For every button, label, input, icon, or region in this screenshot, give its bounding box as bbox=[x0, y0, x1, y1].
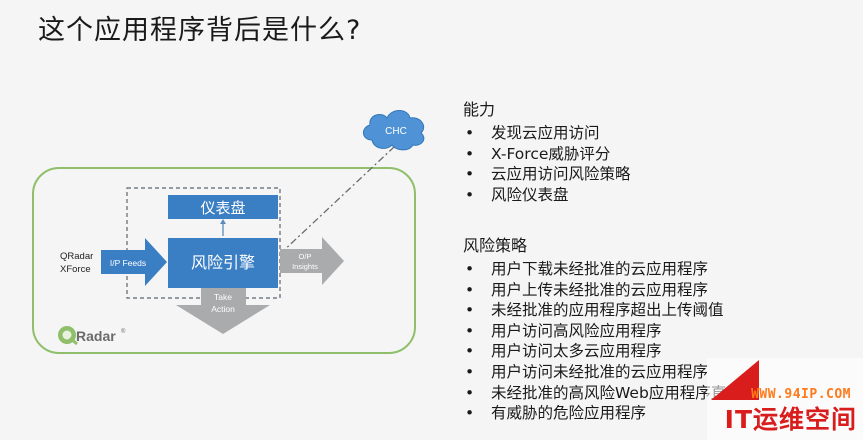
bullet: • bbox=[465, 383, 475, 402]
bullet: • bbox=[465, 124, 475, 142]
list-item: • 有威胁的危险应用程序 bbox=[463, 403, 726, 424]
bullet: • bbox=[465, 404, 475, 423]
bullet: • bbox=[465, 342, 475, 361]
qradar-frame bbox=[32, 167, 416, 354]
list-item-text: 用户下载未经批准的云应用程序 bbox=[491, 260, 709, 278]
take-action-arrow bbox=[176, 288, 270, 334]
input-feeds-label: I/P Feeds bbox=[110, 258, 146, 268]
page-title: 这个应用程序背后是什么? bbox=[38, 15, 362, 46]
policies-heading: 风险策略 bbox=[463, 236, 528, 255]
watermark-url: WWW.94IP.COM bbox=[751, 387, 851, 402]
list-item-text: 用户访问太多云应用程序 bbox=[491, 342, 662, 361]
capabilities-section: 能力 • 发现云应用访问 • X-Force威胁评分 • 云应用访问风险策略 • 风险仪… bbox=[463, 96, 631, 205]
qradar-logo-mark: ® bbox=[121, 328, 126, 335]
dashboard-box bbox=[168, 195, 278, 219]
list-item: • 发现云应用访问 bbox=[463, 123, 631, 144]
list-item: • 未经批准的应用程序超出上传阈值 bbox=[463, 300, 726, 321]
output-insights-label-1: O/P bbox=[299, 252, 312, 261]
list-item: • 用户上传未经批准的云应用程序 bbox=[463, 280, 726, 301]
list-item: • 风险仪表盘 bbox=[463, 185, 631, 206]
list-item-text: 用户上传未经批准的云应用程序 bbox=[491, 280, 709, 299]
list-item-text: 未经批准的高风险Web应用程序直 bbox=[491, 383, 727, 402]
list-item-text: 未经批准的应用程序超出上传阈值 bbox=[491, 301, 724, 320]
input-feeds-arrow bbox=[101, 238, 167, 286]
list-item: • 用户下载未经批准的云应用程序 bbox=[463, 259, 726, 280]
bullet: • bbox=[465, 144, 475, 163]
qradar-logo: Radar ® bbox=[58, 326, 126, 346]
bullet: • bbox=[465, 301, 475, 320]
dashboard-label: 仪表盘 bbox=[200, 199, 245, 217]
take-action-label-1: Take bbox=[214, 292, 232, 302]
take-action-label-2: Action bbox=[211, 304, 235, 314]
dashboard-link-arrowhead bbox=[220, 219, 226, 224]
list-item-text: 有威胁的危险应用程序 bbox=[491, 404, 647, 423]
risk-engine-label: 风险引擎 bbox=[191, 253, 255, 272]
watermark: WWW.94IP.COM IT运维空间 bbox=[707, 358, 863, 440]
policies-list: • 用户下载未经批准的云应用程序 • 用户上传未经批准的云应用程序 • 未经批准的应用… bbox=[463, 259, 726, 424]
bullet: • bbox=[465, 321, 475, 340]
list-item-text: 用户访问高风险应用程序 bbox=[491, 321, 662, 340]
source-xforce: XForce bbox=[60, 264, 91, 275]
watermark-name: IT运维空间 bbox=[724, 405, 857, 434]
qradar-logo-text: Radar bbox=[76, 328, 116, 344]
bullet: • bbox=[465, 165, 475, 184]
list-item-text: 云应用访问风险策略 bbox=[491, 165, 631, 184]
output-insights-label-2: Insights bbox=[292, 262, 318, 271]
list-item-text: X-Force威胁评分 bbox=[491, 144, 611, 163]
list-item: • 用户访问高风险应用程序 bbox=[463, 321, 726, 342]
bullet: • bbox=[465, 260, 475, 278]
list-item: • 云应用访问风险策略 bbox=[463, 164, 631, 185]
list-item-text: 用户访问未经批准的云应用程序 bbox=[491, 362, 709, 381]
source-qradar: QRadar bbox=[60, 251, 93, 262]
list-item-text: 发现云应用访问 bbox=[491, 124, 600, 142]
list-item: • X-Force威胁评分 bbox=[463, 144, 631, 165]
output-insights-arrow bbox=[280, 237, 344, 285]
bullet: • bbox=[465, 280, 475, 299]
policies-section: 风险策略 • 用户下载未经批准的云应用程序 • 用户上传未经批准的云应用程序 • 未经… bbox=[463, 232, 726, 424]
cloud-icon bbox=[363, 110, 425, 151]
risk-engine-box bbox=[168, 238, 278, 288]
cloud-connector bbox=[279, 146, 395, 255]
capabilities-list: • 发现云应用访问 • X-Force威胁评分 • 云应用访问风险策略 • 风险仪表盘 bbox=[463, 123, 631, 205]
bullet: • bbox=[465, 362, 475, 381]
bullet: • bbox=[465, 185, 475, 204]
cloud-label: CHC bbox=[385, 126, 407, 137]
list-item-text: 风险仪表盘 bbox=[491, 185, 569, 204]
capabilities-heading: 能力 bbox=[463, 100, 496, 119]
list-item: • 未经批准的高风险Web应用程序直 bbox=[463, 383, 726, 404]
list-item: • 用户访问未经批准的云应用程序 bbox=[463, 362, 726, 383]
list-item: • 用户访问太多云应用程序 bbox=[463, 341, 726, 362]
